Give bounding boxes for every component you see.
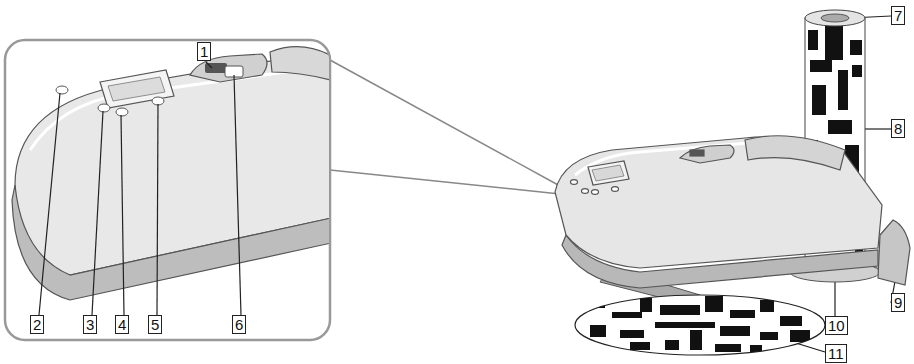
callout-number: 3 <box>83 315 97 334</box>
callout-number: 4 <box>115 315 129 334</box>
callout-number: 7 <box>891 6 905 25</box>
leader-lines <box>39 16 898 352</box>
callout-number: 5 <box>148 315 162 334</box>
callout-number: 11 <box>825 344 847 363</box>
callout-number: 10 <box>825 316 848 335</box>
scanner-device <box>555 136 910 288</box>
callout-number: 8 <box>891 119 905 138</box>
zoom-lines <box>330 60 560 194</box>
inset-detail <box>5 40 345 340</box>
callout-number: 1 <box>197 42 211 61</box>
callout-number: 6 <box>232 315 246 334</box>
callout-number: 2 <box>30 315 44 334</box>
callout-number: 9 <box>891 293 905 312</box>
